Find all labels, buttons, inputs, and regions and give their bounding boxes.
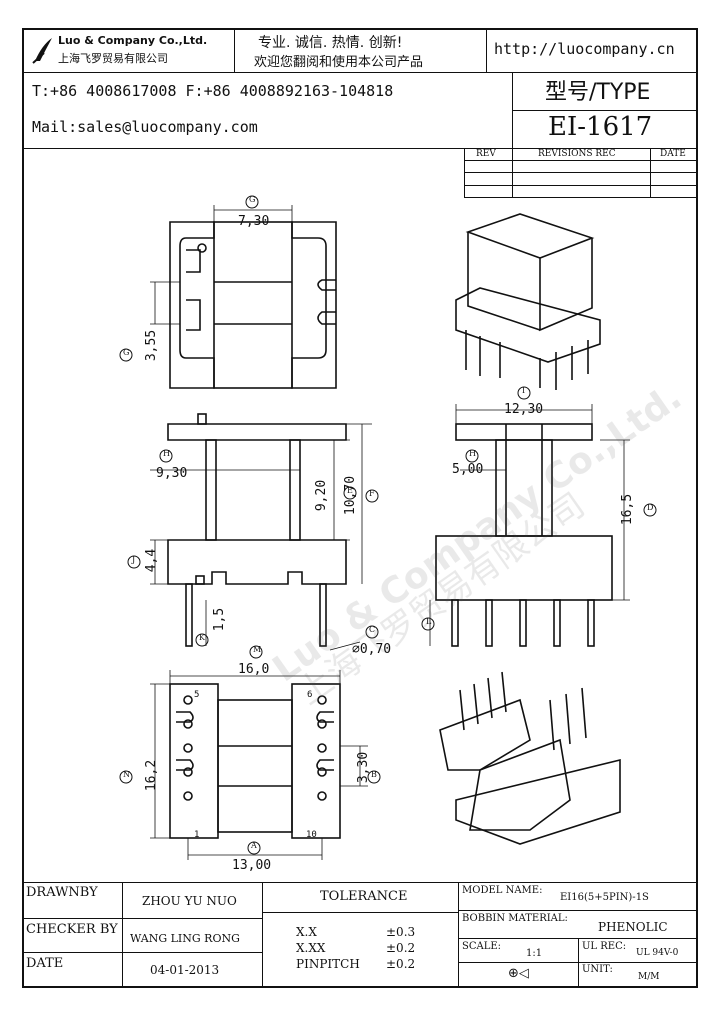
marker-i: I <box>522 386 526 395</box>
dim-f-height: 10,70 <box>343 475 359 516</box>
dim-e-height: 9,20 <box>314 479 330 512</box>
revisions-col-rev: REV <box>476 149 496 159</box>
marker-e: E <box>347 486 353 495</box>
header-divider <box>22 72 698 73</box>
drawnby-value: ZHOU YU NUO <box>142 894 237 908</box>
dim-c-pin: ⌀0,70 <box>352 642 392 657</box>
tol-pin-value: ±0.2 <box>386 957 416 971</box>
dim-b-pitch: 3,30 <box>356 751 372 784</box>
marker-j: J <box>132 555 136 564</box>
dim-g-top: 7,30 <box>238 214 270 229</box>
checker-label: CHECKER BY <box>26 922 118 937</box>
company-name-en: Luo & Company Co.,Ltd. <box>58 34 208 47</box>
company-logo-icon <box>32 35 54 65</box>
tol-xxx-label: X.XX <box>296 941 326 955</box>
website-link[interactable]: http://luocompany.cn <box>494 40 675 58</box>
company-name-cn: 上海飞罗贸易有限公司 <box>58 52 168 65</box>
header-bottom <box>22 148 698 149</box>
unit-label: UNIT: <box>582 964 613 975</box>
marker-b: B <box>371 770 377 779</box>
tolerance-divider <box>262 912 458 913</box>
marker-l: L <box>426 617 432 626</box>
pin-label-1: 1 <box>194 830 200 840</box>
type-box-mid <box>512 110 698 111</box>
revisions-col-1 <box>512 148 513 198</box>
dim-k-height: 1,5 <box>212 607 228 632</box>
marker-h-left: H <box>163 449 170 458</box>
title-block-top <box>22 882 698 883</box>
marker-m: M <box>253 645 262 654</box>
date-value: 04-01-2013 <box>150 963 220 977</box>
dim-i-width: 12,30 <box>504 402 544 417</box>
marker-g-side: G <box>123 348 130 357</box>
scale-value: 1:1 <box>526 948 543 959</box>
projection-symbol-icon: ⊕◁ <box>508 966 529 981</box>
marker-c: C <box>369 625 376 634</box>
marker-f: F <box>369 489 375 498</box>
bobbin-value: PHENOLIC <box>598 920 668 934</box>
title-col-3 <box>458 882 459 988</box>
drawing-frame <box>22 28 698 988</box>
scale-col <box>578 938 579 988</box>
phone-fax: T:+86 4008617008 F:+86 4008892163-104818 <box>32 82 394 100</box>
bobbin-label: BOBBIN MATERIAL: <box>462 913 568 924</box>
type-value: EI-1617 <box>548 112 653 142</box>
slogan-line-1: 专业. 诚信. 热情. 创新! <box>258 35 403 51</box>
revisions-row-line-2 <box>464 185 698 186</box>
revisions-table <box>464 148 698 198</box>
model-value: EI16(5+5PIN)-1S <box>560 892 649 903</box>
model-label: MODEL NAME: <box>462 885 543 896</box>
ulrec-label: UL REC: <box>582 941 627 952</box>
header-col-1 <box>234 28 235 72</box>
marker-h-right: H <box>469 449 476 458</box>
title-col-1 <box>122 882 123 988</box>
marker-k: K <box>199 633 205 642</box>
dim-m-width: 16,0 <box>238 662 270 677</box>
header-col-2 <box>486 28 487 72</box>
revisions-col-rec: REVISIONS REC <box>538 149 616 159</box>
tol-xx-label: X.X <box>296 925 317 939</box>
dim-d-height: 16,5 <box>620 493 636 526</box>
unit-value: M/M <box>638 972 660 982</box>
slogan-line-2: 欢迎您翻阅和使用本公司产品 <box>254 55 424 70</box>
revisions-col-date: DATE <box>660 149 686 159</box>
revisions-col-2 <box>650 148 651 198</box>
email-address[interactable]: Mail:sales@luocompany.com <box>32 118 258 136</box>
marker-g-top: G <box>249 195 256 204</box>
pin-label-6: 6 <box>307 690 313 700</box>
title-col-2 <box>262 882 263 988</box>
dim-j-height: 4,4 <box>144 548 160 573</box>
tol-xx-value: ±0.3 <box>386 925 416 939</box>
checker-value: WANG LING RONG <box>130 932 240 945</box>
marker-d: D <box>647 503 654 512</box>
dim-g-side: 3,55 <box>144 329 160 362</box>
marker-a: A <box>251 841 257 850</box>
dim-h-left: 9,30 <box>156 466 188 481</box>
revisions-header-line <box>464 160 698 161</box>
tolerance-label: TOLERANCE <box>320 889 408 904</box>
tol-xxx-value: ±0.2 <box>386 941 416 955</box>
date-label: DATE <box>26 956 64 971</box>
pin-label-10: 10 <box>306 830 317 840</box>
pin-label-5: 5 <box>194 690 200 700</box>
ulrec-value: UL 94V-0 <box>636 948 679 958</box>
title-row-2 <box>22 952 262 953</box>
type-label: 型号/TYPE <box>545 80 651 105</box>
dim-n-height: 16,2 <box>144 759 160 792</box>
dim-h-right: 5,00 <box>452 462 484 477</box>
revisions-row-line-1 <box>464 172 698 173</box>
title-row-1 <box>22 918 262 919</box>
drawnby-label: DRAWNBY <box>26 885 98 900</box>
tol-pin-label: PINPITCH <box>296 957 360 971</box>
dim-a-width: 13,00 <box>232 858 272 873</box>
marker-n: N <box>123 770 130 779</box>
scale-label: SCALE: <box>462 941 502 952</box>
model-divider <box>458 910 698 911</box>
